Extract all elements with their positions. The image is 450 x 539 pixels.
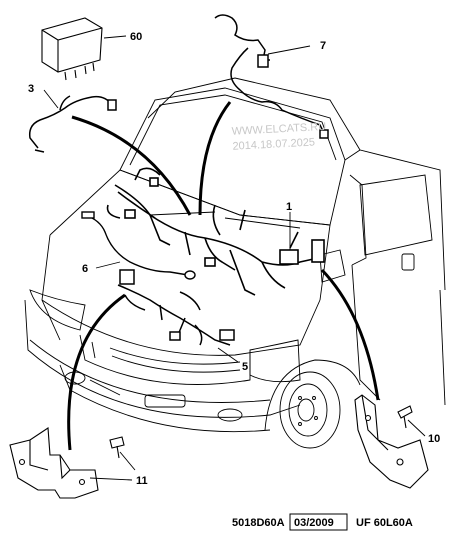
bracket-11-illustration	[9, 427, 125, 499]
callout-leaders	[43, 35, 426, 481]
footer-ref: UF 60L60A	[356, 517, 413, 529]
main-harness-illustration	[106, 167, 325, 296]
callout-1: 1	[286, 201, 292, 213]
footer-date-box	[289, 513, 348, 531]
callout-10: 10	[428, 433, 440, 445]
watermark: WWW.ELCATS.RU 2014.18.07.2025	[231, 121, 326, 153]
van-body	[24, 77, 446, 449]
callout-3: 3	[28, 83, 34, 95]
watermark-site: WWW.ELCATS.RU	[231, 121, 326, 138]
harness-6-illustration	[81, 211, 196, 280]
harness-7-illustration	[214, 14, 329, 139]
watermark-date: 2014.18.07.2025	[232, 136, 315, 152]
bracket-10-illustration	[354, 394, 429, 489]
engine-harness-illustration	[117, 269, 235, 346]
footer: 5018D60A 03/2009 UF 60L60A	[232, 513, 413, 531]
callout-5: 5	[242, 361, 248, 373]
footer-date: 03/2009	[294, 517, 334, 529]
harness-3-illustration	[28, 95, 117, 153]
footer-code: 5018D60A	[232, 517, 285, 529]
callout-11: 11	[136, 475, 148, 487]
relay-60-illustration	[41, 17, 103, 81]
pointer-curves	[67, 101, 380, 451]
callout-6: 6	[82, 263, 88, 275]
callout-7: 7	[320, 40, 326, 52]
callout-labels: 60 7 3 1 6 5 10 11	[28, 31, 440, 487]
callout-60: 60	[130, 31, 142, 43]
